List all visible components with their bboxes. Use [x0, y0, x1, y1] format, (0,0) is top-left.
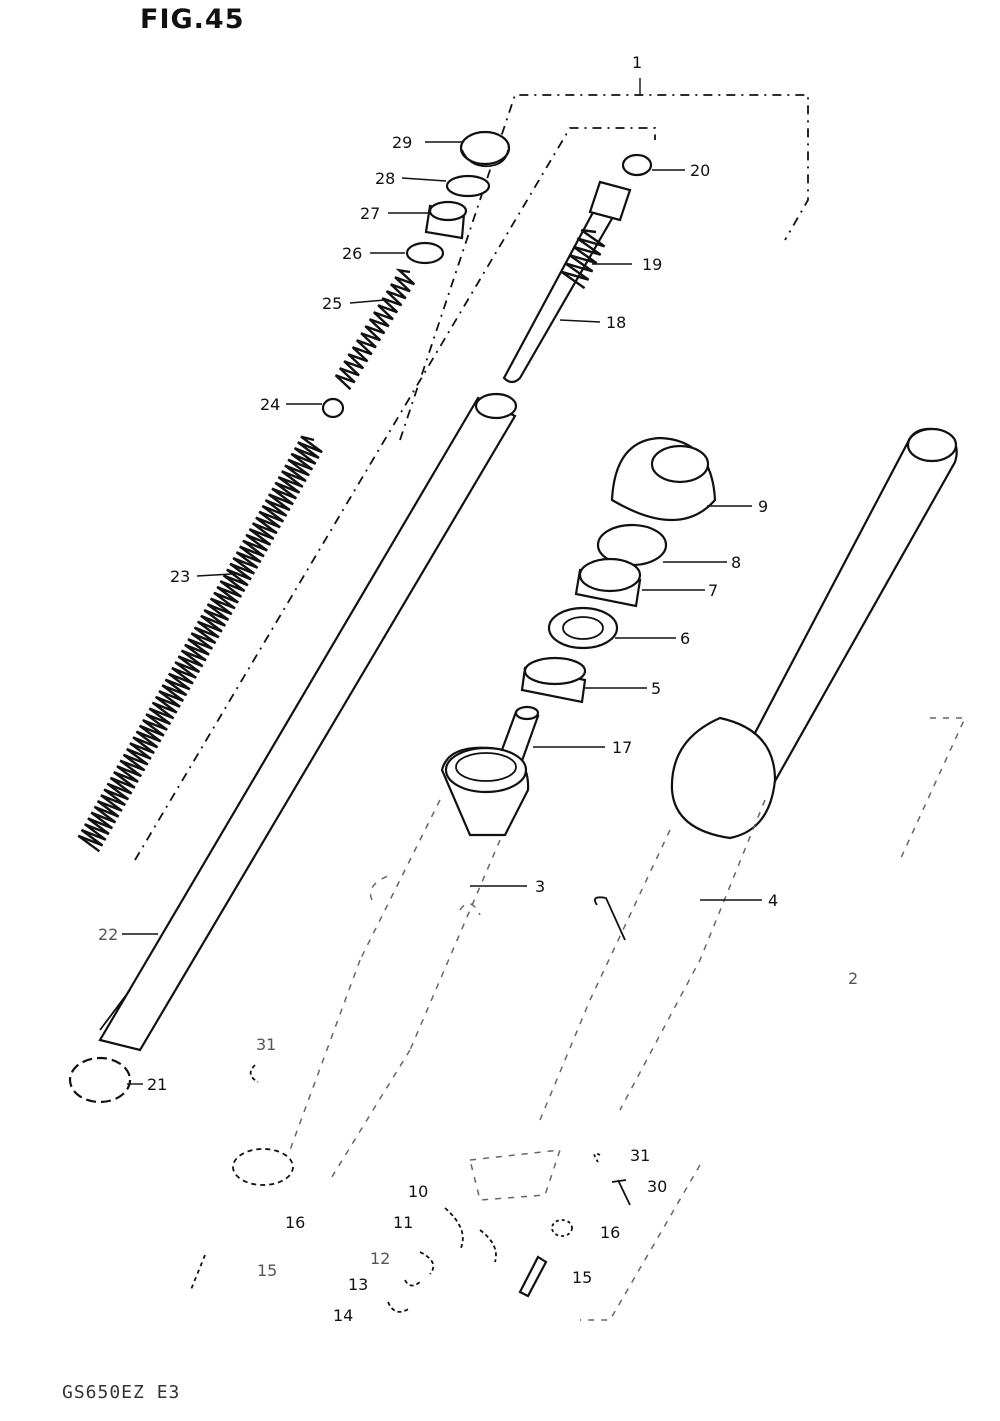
callout-16-right: 16	[600, 1223, 620, 1242]
callout-14: 14	[333, 1306, 353, 1325]
callout-19: 19	[642, 255, 662, 274]
outer-tube-3	[289, 746, 530, 1181]
bush-5	[520, 656, 587, 704]
model-code: GS650EZ E3	[62, 1382, 181, 1403]
callout-31-right: 31	[630, 1146, 650, 1165]
callout-27: 27	[360, 204, 380, 223]
callout-22: 22	[98, 925, 118, 944]
fork-cap-29	[459, 130, 511, 168]
callout-7: 7	[708, 581, 718, 600]
callout-13: 13	[348, 1275, 368, 1294]
callout-28: 28	[375, 169, 395, 188]
dust-seal-9	[610, 436, 717, 522]
callout-23: 23	[170, 567, 190, 586]
outer-tube-4	[469, 427, 958, 1201]
piston-ring-20	[621, 153, 653, 177]
callout-8: 8	[731, 553, 741, 572]
callout-1: 1	[632, 53, 642, 72]
callout-17: 17	[612, 738, 632, 757]
callout-29: 29	[392, 133, 412, 152]
callout-15-left: 15	[257, 1261, 277, 1280]
fork-spring-23	[77, 435, 323, 853]
assembly-1-bracket	[399, 78, 809, 441]
callout-20: 20	[690, 161, 710, 180]
callout-11: 11	[393, 1213, 413, 1232]
spacer-6	[547, 606, 619, 650]
callout-5: 5	[651, 679, 661, 698]
callout-18: 18	[606, 313, 626, 332]
callout-15-right: 15	[572, 1268, 592, 1287]
callout-30: 30	[647, 1177, 667, 1196]
rebound-spring-19	[560, 228, 606, 290]
guide-21	[68, 1056, 132, 1104]
oil-seal-7	[574, 557, 642, 608]
inner-tube-bracket	[134, 127, 656, 861]
spring-25	[334, 268, 416, 391]
figure-title: FIG.45	[140, 4, 245, 35]
callout-26: 26	[342, 244, 362, 263]
callout-6: 6	[680, 629, 690, 648]
callout-labels: 1 29 28 27 26 25 24 23 20 19 18 9 8 7 6 …	[98, 53, 858, 1325]
damper-rod-18	[502, 180, 632, 384]
callout-3: 3	[535, 877, 545, 896]
callout-24: 24	[260, 395, 280, 414]
callout-12: 12	[370, 1249, 390, 1268]
callout-16-left: 16	[285, 1213, 305, 1232]
assembly-2-bracket	[580, 717, 967, 1321]
callout-9: 9	[758, 497, 768, 516]
callout-10: 10	[408, 1182, 428, 1201]
o-ring-28	[445, 174, 491, 198]
callout-21: 21	[147, 1075, 167, 1094]
spacer-27	[424, 200, 468, 240]
inner-tube-22	[98, 392, 518, 1052]
washer-26	[405, 241, 445, 265]
callout-4: 4	[768, 891, 778, 910]
callout-2: 2	[848, 969, 858, 988]
seat-24	[321, 397, 345, 419]
leader-lines	[122, 141, 762, 1085]
callout-31-left: 31	[256, 1035, 276, 1054]
hardware-small-parts	[189, 1064, 631, 1313]
callout-25: 25	[322, 294, 342, 313]
